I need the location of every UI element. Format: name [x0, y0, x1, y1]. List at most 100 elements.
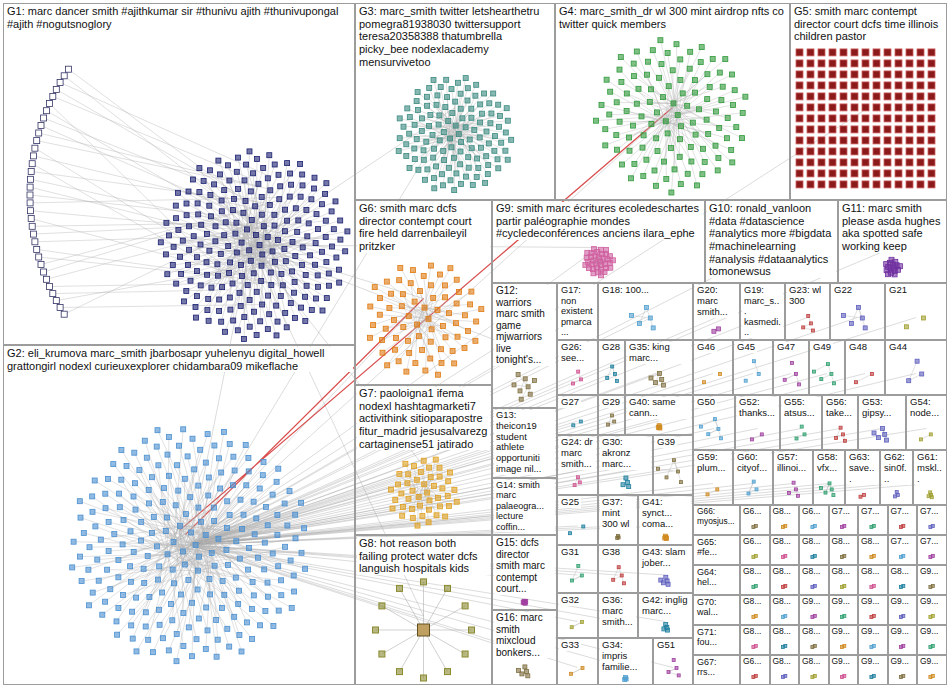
vertex-icon: [242, 315, 247, 320]
group-label: G41: synct... coma...: [640, 497, 691, 530]
group-box: G19: marc_s... kasmedi...: [740, 283, 785, 340]
vertex-icon: [219, 319, 224, 324]
vertex-icon: [387, 305, 392, 310]
vertex-icon: [227, 178, 232, 183]
vertex-icon: [405, 106, 410, 111]
vertex-icon: [176, 227, 181, 232]
vertex-icon: [195, 294, 200, 299]
vertex-icon: [899, 676, 902, 679]
vertex-icon: [203, 646, 208, 651]
vertex-icon: [437, 272, 442, 277]
vertex-icon: [278, 293, 283, 298]
vertex-icon: [106, 549, 111, 554]
group-label: G9...: [919, 627, 939, 637]
vertex-icon: [678, 78, 683, 83]
group-box: G6...: [740, 655, 770, 685]
vertex-icon: [190, 177, 195, 182]
vertex-icon: [256, 555, 261, 560]
vertex-icon: [212, 182, 217, 187]
vertex-icon: [178, 254, 183, 259]
vertex-icon: [323, 191, 328, 196]
vertex-icon: [282, 229, 287, 234]
group-label: G38: [600, 547, 622, 558]
vertex-icon: [460, 116, 465, 121]
vertex-icon: [604, 247, 609, 252]
vertex-icon: [197, 190, 202, 195]
vertex-icon: [114, 619, 119, 624]
vertex-icon: [640, 145, 645, 150]
group-label: G4: marc_smith_dr wl 300 mint airdrop nf…: [557, 5, 788, 30]
vertex-icon: [368, 304, 373, 309]
vertex-icon: [232, 196, 237, 201]
vertex-icon: [390, 506, 395, 511]
vertex-icon: [862, 93, 869, 100]
vertex-icon: [647, 100, 652, 105]
vertex-icon: [432, 146, 437, 151]
vertex-icon: [459, 140, 464, 145]
vertex-icon: [807, 148, 814, 155]
vertex-icon: [899, 586, 902, 589]
vertex-icon: [166, 435, 171, 440]
vertex-icon: [795, 437, 798, 440]
group-label: G57: illinoi...: [775, 452, 811, 474]
vertex-icon: [672, 659, 675, 662]
vertex-icon: [840, 646, 843, 649]
vertex-icon: [884, 148, 891, 155]
vertex-icon: [927, 495, 930, 498]
group-label: G31: [559, 547, 581, 558]
vertex-icon: [637, 322, 641, 326]
vertex-icon: [693, 90, 698, 95]
vertex-icon: [399, 491, 404, 496]
vertex-icon: [427, 86, 432, 91]
vertex-icon: [303, 566, 308, 571]
vertex-icon: [701, 146, 706, 151]
vertex-icon: [171, 244, 176, 249]
vertex-icon: [182, 476, 187, 481]
vertex-icon: [662, 159, 667, 164]
group-label: G8...: [860, 537, 880, 547]
group-box: G38: [598, 545, 638, 593]
group-label: G1: marc dancer smith #ajithkumar sir #t…: [5, 5, 353, 30]
vertex-icon: [27, 200, 33, 206]
group-box: G8: hot reason both failing protect wate…: [355, 535, 492, 685]
group-box: G71: fou...: [693, 625, 740, 655]
vertex-icon: [298, 194, 303, 199]
vertex-icon: [665, 476, 668, 479]
vertex-icon: [230, 483, 235, 488]
vertex-icon: [917, 104, 924, 111]
vertex-icon: [632, 161, 637, 166]
group-label: G64: hel...: [695, 567, 738, 588]
vertex-icon: [412, 122, 417, 127]
vertex-icon: [272, 223, 277, 228]
vertex-icon: [272, 212, 277, 217]
vertex-icon: [422, 482, 427, 487]
vertex-icon: [486, 163, 491, 168]
vertex-icon: [610, 258, 615, 263]
vertex-icon: [249, 607, 254, 612]
group-box: G7...: [888, 535, 918, 565]
group-box: G6...: [799, 505, 829, 535]
vertex-icon: [204, 231, 209, 236]
group-label: G7...: [831, 507, 851, 517]
vertex-icon: [580, 574, 583, 577]
vertex-icon: [884, 438, 888, 442]
intra-group-links: [906, 318, 923, 327]
vertex-icon: [367, 335, 372, 340]
vertex-icon: [818, 137, 825, 144]
vertex-icon: [760, 433, 763, 436]
group-box: G64: hel...: [693, 565, 740, 595]
vertex-icon: [812, 370, 815, 373]
vertex-icon: [180, 549, 185, 554]
vertex-icon: [421, 675, 427, 681]
vertex-icon: [729, 147, 734, 152]
vertex-icon: [330, 244, 335, 249]
vertex-icon: [186, 577, 191, 582]
vertex-icon: [282, 247, 287, 252]
group-box: G41: synct... coma...: [638, 495, 693, 545]
vertex-icon: [275, 319, 280, 324]
vertex-icon: [194, 637, 199, 642]
group-box: G49: [809, 340, 845, 395]
vertex-icon: [406, 314, 411, 319]
vertex-icon: [906, 104, 913, 111]
group-label: G7...: [890, 507, 910, 517]
